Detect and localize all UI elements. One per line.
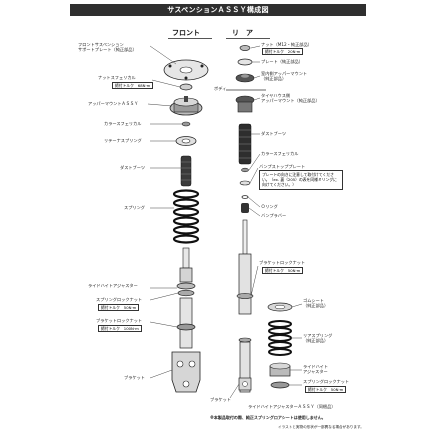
torque-rear-spring-locknut: 締付トルク 50N·m [305,386,347,393]
rear-spring-icon [268,320,292,356]
front-support-plate-icon [163,59,209,81]
rear-ride-height-adjuster-icon [269,362,291,389]
front-nut-icon [179,83,193,91]
diagram-title: サスペンションＡＳＳＹ構成図 [70,4,366,16]
front-retainer-spring-icon [175,136,197,146]
note-rear-bump-stop-plate: プレートの向きに注意して取付けてください。（ex. 裏（205）の表を同様ミリン… [259,170,343,191]
label-rear-bump-stop-plate: バンプストッププレート [259,164,306,169]
label-front-ride-height-adjuster: ライドハイトアジャスター [88,283,138,288]
rear-inner-mount-icon [235,73,255,83]
label-rear-rubber-seat: ゴムシート （純正部品） [303,298,329,309]
front-shock-body-icon [176,247,196,349]
rear-tirehouse-mount-icon [235,95,255,113]
label-front-dust-boot: ダストブーツ [120,165,146,170]
front-bracket-icon [171,351,201,393]
torque-front-bracket-locknut: 締付トルク 100N·m [98,325,142,332]
label-front-spring: スプリング [124,205,145,210]
label-rear-tirehouse-mount: タイヤハウス側 アッパーマウント（純正部品） [261,93,320,104]
label-rear-dust-boot: ダストブーツ [261,131,287,136]
rear-nut-icon [239,45,251,51]
label-rear-bracket: ブラケット [210,397,231,402]
label-rear-bracket-locknut: ブラケットロックナット [259,260,306,265]
label-front-spring-locknut: スプリングロックナット [96,297,143,302]
label-rear-ride-height-adjuster: ライドハイト アジャスター [303,364,329,375]
rear-bump-rubber-icon [241,203,249,213]
header-rear-underline [226,38,270,39]
front-collar-icon [181,121,191,127]
rear-plate-icon [237,58,253,66]
rear-bump-plate-icon [239,180,251,186]
label-front-support-plate: フロントサスペンション サポートプレート（純正部品） [78,42,137,53]
label-rear-spring-locknut: スプリングロックナット [303,379,350,384]
label-rear-nut: ナット（M12・純正部品） [261,42,312,47]
front-spring-icon [172,189,200,244]
label-rear-body: ボディ [214,86,227,91]
rear-bracket-icon [238,377,252,391]
label-front-collar-spherical: カラースフェリカル [104,121,142,126]
torque-rear-bracket-locknut: 締付トルク 50N·m [262,267,304,274]
rear-dust-boot-icon [238,123,252,165]
rear-oring-icon [241,195,249,199]
header-front: フロント [172,29,200,37]
label-rear-inner-mount: 室内側アッパーマウント （純正部品） [261,71,308,82]
torque-front-spring-locknut: 締付トルク 50N·m [98,304,140,311]
label-front-retainer-spring: リテーナスプリング [104,138,142,143]
label-rear-oring: Ｏリング [261,204,278,209]
front-dust-boot-icon [180,155,192,187]
label-rear-collar-spherical: カラースフェリカル [261,151,299,156]
rear-rubber-seat-icon [267,302,293,312]
label-rear-adjuster-assy: ライドハイトアジャスターＡＳＳＹ（同梱品） [248,404,336,409]
rear-collar-icon [241,167,249,173]
label-front-bracket: ブラケット [124,375,145,380]
label-front-nut-spherical: ナットスフェリカル [98,75,136,80]
torque-front-nut: 締付トルク 68N·m [112,82,154,89]
label-front-bracket-locknut: ブラケットロックナット [96,318,143,323]
footnote-illustration: イラストと実物の形状が一部異なる場合があります。 [278,425,364,429]
rear-shock-body-icon [236,219,254,393]
label-rear-bump-rubber: バンプラバー [261,213,287,218]
footnote-lower-seat: ※本製品取付の際、純正スプリングロアシートは使用しません。 [210,415,326,420]
torque-rear-nut: 締付トルク 20N·m [262,48,304,55]
label-rear-spring: リアスプリング （純正部品） [303,333,333,344]
label-front-upper-mount: アッパーマウントＡＳＳＹ [88,101,139,106]
front-upper-mount-icon [169,96,203,116]
header-front-underline [168,38,212,39]
label-rear-plate: プレート（純正部品） [261,59,303,64]
header-rear: リ ア [232,29,253,37]
